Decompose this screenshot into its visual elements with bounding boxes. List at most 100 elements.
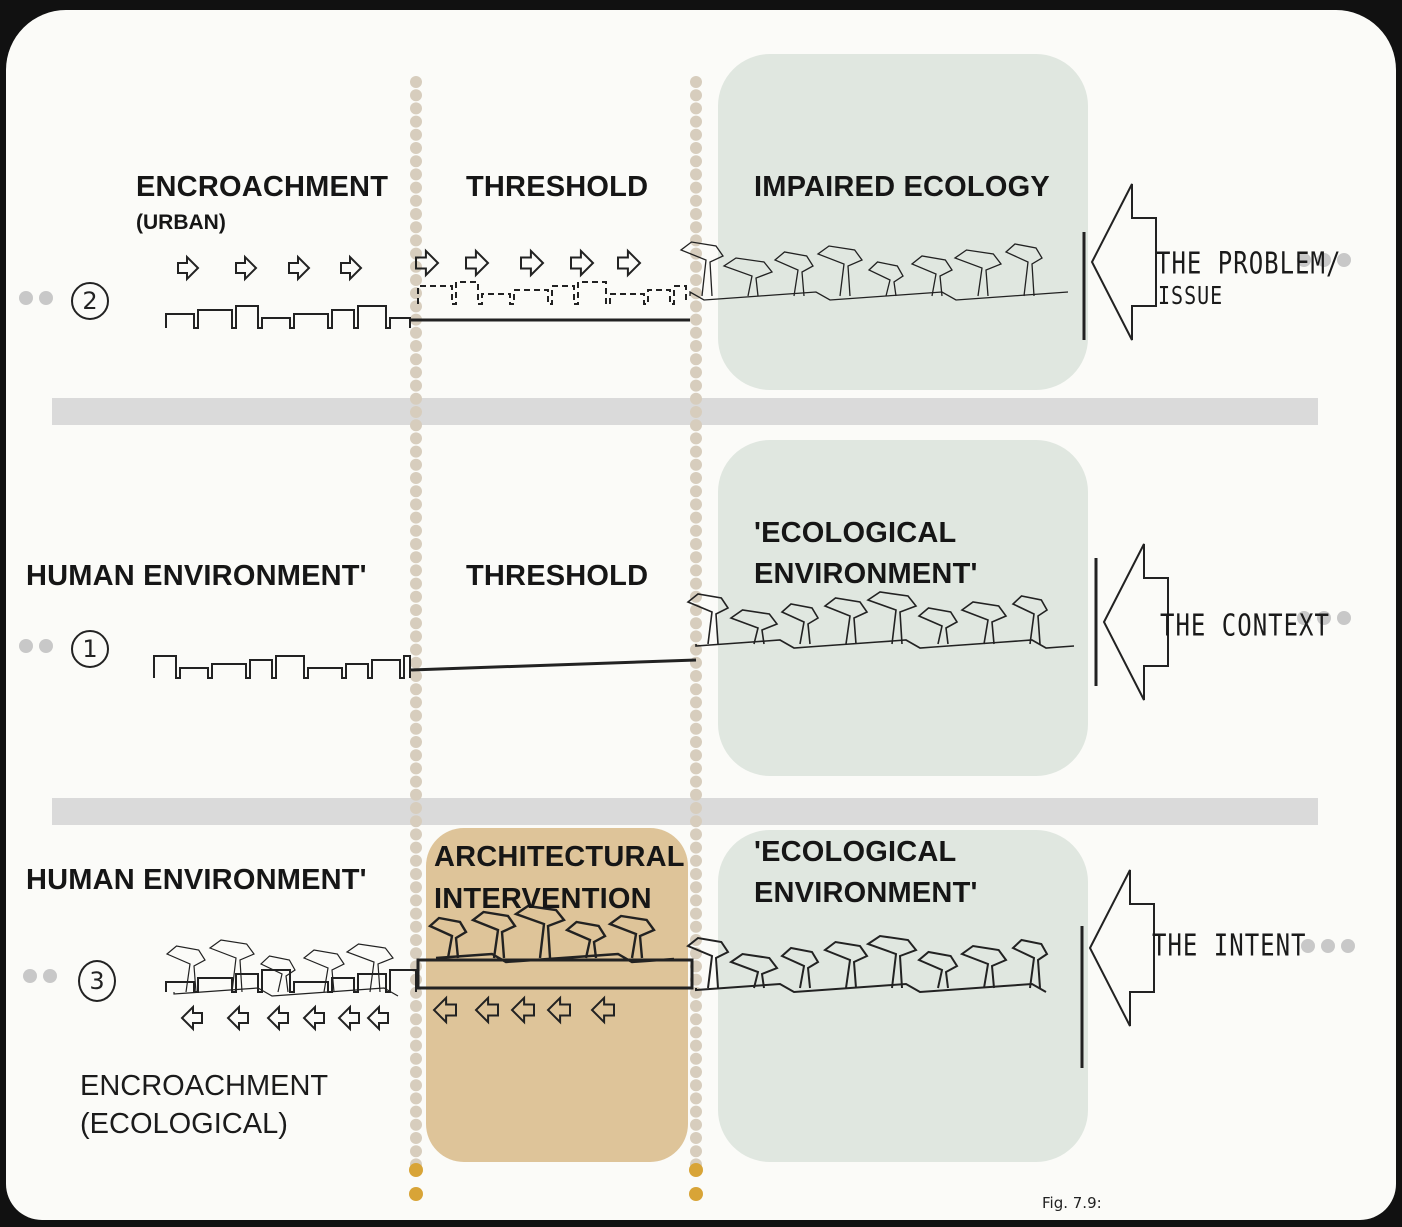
divider-dots-right-dot bbox=[690, 881, 702, 894]
row3-lead-dot bbox=[23, 969, 37, 983]
divider-dots-right-dot bbox=[690, 194, 702, 207]
row1-human-env-label: HUMAN ENVIRONMENT' bbox=[26, 560, 367, 592]
row3-eco-arrow-left bbox=[266, 1004, 289, 1032]
divider-dots-left-dot bbox=[410, 854, 422, 867]
row2-impaired-ecology-label: IMPAIRED ECOLOGY bbox=[754, 171, 1050, 203]
divider-dots-left-dot bbox=[410, 920, 422, 933]
divider-dots-left-dot bbox=[410, 1013, 422, 1026]
row1-ecology-trees-tree bbox=[1011, 595, 1049, 645]
divider-dots-left-dot bbox=[410, 643, 422, 656]
divider-dots-left-dot bbox=[410, 379, 422, 392]
divider-dots-right-dot bbox=[690, 709, 702, 722]
divider-dots-right-dot bbox=[690, 907, 702, 920]
row2-threshold-label: THRESHOLD bbox=[466, 171, 649, 203]
divider-dots-left-dot bbox=[410, 208, 422, 220]
row2-impaired-trees-tree bbox=[910, 255, 953, 297]
row3-eco-arrow-mid bbox=[590, 995, 615, 1025]
divider-dots-right-dot bbox=[690, 868, 702, 880]
divider-dots-right-dot bbox=[690, 920, 702, 933]
divider-dots-right-dot bbox=[690, 287, 702, 300]
row3-eco-arrow-left bbox=[226, 1004, 249, 1032]
divider-dots-right-dot bbox=[690, 894, 702, 907]
row2-side-arrow bbox=[1090, 183, 1157, 341]
row3-ecology-trees-tree bbox=[917, 950, 959, 989]
divider-dots-left-dot bbox=[410, 419, 422, 432]
intervention-panel bbox=[426, 828, 688, 1162]
divider-dots-right-dot bbox=[690, 326, 702, 339]
row3-eco-arrow-mid bbox=[546, 995, 571, 1025]
row1-ecology-trees-tree bbox=[960, 601, 1008, 645]
divider-dots-left-dot bbox=[410, 802, 422, 814]
divider-dots-right-dot bbox=[690, 1132, 702, 1144]
row2-threshold-arrow bbox=[570, 248, 595, 278]
row3-intervention-trees-tree bbox=[564, 920, 607, 959]
row3-trail-dot bbox=[1341, 939, 1355, 953]
divider-dots-right-dot bbox=[690, 274, 702, 286]
divider-dots-right-dot bbox=[690, 458, 702, 471]
row3-urban-trees-tree bbox=[259, 955, 296, 993]
divider-dots-left-accent-dot bbox=[409, 1163, 423, 1177]
row3-eco-arrow-left bbox=[337, 1004, 360, 1032]
row3-eco-arrow-mid bbox=[432, 995, 457, 1025]
divider-dots-left-dot bbox=[410, 445, 422, 458]
row2-number-badge: 2 bbox=[71, 282, 109, 320]
row2-lead-dot bbox=[39, 291, 53, 305]
row2-skyline bbox=[165, 305, 411, 329]
divider-dots-right-accent-dot bbox=[689, 1163, 703, 1177]
divider-dots-right-accent-dot bbox=[689, 1187, 703, 1201]
row2-impaired-trees-tree bbox=[953, 249, 1003, 297]
divider-dots-right-dot bbox=[690, 102, 702, 115]
row2-impaired-trees-tree bbox=[679, 241, 724, 297]
row2-encroachment-sub: (URBAN) bbox=[136, 211, 226, 234]
divider-dots-left-accent-dot bbox=[409, 1187, 423, 1201]
divider-dots-left-dot bbox=[410, 617, 422, 630]
divider-dots-left-dot bbox=[410, 815, 422, 828]
row1-threshold-label: THRESHOLD bbox=[466, 560, 649, 592]
row3-urban-trees-tree bbox=[165, 945, 206, 993]
row3-human-env-label: HUMAN ENVIRONMENT' bbox=[26, 864, 367, 896]
divider-dots-right-dot bbox=[690, 392, 702, 405]
row3-urban-trees-tree bbox=[302, 949, 345, 993]
divider-dots-left-dot bbox=[410, 907, 422, 920]
sketch-drawings bbox=[19, 76, 1355, 1201]
divider-dots-right-dot bbox=[690, 722, 702, 735]
divider-dots-right-dot bbox=[690, 208, 702, 220]
divider-dots-left-dot bbox=[410, 102, 422, 115]
divider-dots-left-dot bbox=[410, 300, 422, 313]
row1-threshold-baseline bbox=[410, 658, 697, 672]
separator-band-top bbox=[52, 398, 1318, 425]
diagram-frame: ENCROACHMENT (URBAN) THRESHOLD IMPAIRED … bbox=[6, 10, 1396, 1220]
row2-encroachment-label: ENCROACHMENT bbox=[136, 171, 389, 203]
row3-number-badge: 3 bbox=[78, 960, 116, 1002]
divider-dots-right-dot bbox=[690, 524, 702, 537]
divider-dots-left-dot bbox=[410, 604, 422, 616]
divider-dots-right-dot bbox=[690, 630, 702, 643]
divider-dots-left-dot bbox=[410, 511, 422, 524]
divider-dots-left-dot bbox=[410, 762, 422, 775]
row1-context-note: THE CONTEXT bbox=[1160, 608, 1330, 643]
divider-dots-right-dot bbox=[690, 802, 702, 814]
divider-dots-right-dot bbox=[690, 828, 702, 841]
row3-eco-arrow-left bbox=[366, 1004, 389, 1032]
divider-dots-right-dot bbox=[690, 749, 702, 762]
divider-dots-left-dot bbox=[410, 1105, 422, 1118]
divider-dots-right-dot bbox=[690, 181, 702, 194]
divider-dots-right-dot bbox=[690, 260, 702, 273]
divider-dots-left-dot bbox=[410, 89, 422, 102]
divider-dots-left-dot bbox=[410, 1132, 422, 1144]
divider-dots-right-dot bbox=[690, 234, 702, 247]
divider-dots-left-dot bbox=[410, 472, 422, 484]
divider-dots-right-dot bbox=[690, 340, 702, 352]
divider-dots-right-dot bbox=[690, 406, 702, 418]
row3-ecological-encroachment-label-1: ENCROACHMENT bbox=[80, 1070, 329, 1102]
divider-dots-left-dot bbox=[410, 775, 422, 788]
divider-dots-left-dot bbox=[410, 749, 422, 762]
divider-dots-right-dot bbox=[690, 590, 702, 603]
divider-dots-left-dot bbox=[410, 1092, 422, 1105]
row2-impaired-trees-tree bbox=[816, 245, 864, 297]
divider-dots-right-dot bbox=[690, 1052, 702, 1065]
row1-lead-dot bbox=[39, 639, 53, 653]
divider-dots-left-dot bbox=[410, 947, 422, 960]
divider-dots-left-dot bbox=[410, 736, 422, 748]
divider-dots-left-dot bbox=[410, 274, 422, 286]
